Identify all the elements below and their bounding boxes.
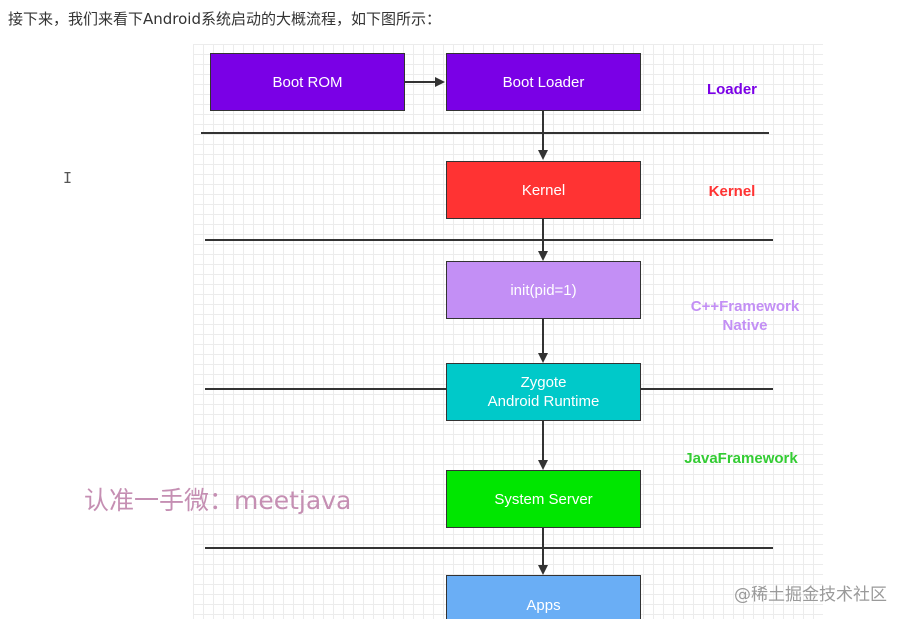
server-to-apps-connector xyxy=(542,528,544,566)
layer-label-native: C++Framework Native xyxy=(690,298,800,334)
boot-flow-diagram: Boot ROM Boot Loader Loader Kernel Kerne… xyxy=(193,44,823,619)
server-to-apps-arrow xyxy=(538,565,548,575)
kernel-box: Kernel xyxy=(446,161,641,219)
init-box: init(pid=1) xyxy=(446,261,641,319)
loader-to-kernel-arrow xyxy=(538,150,548,160)
boot-rom-to-loader-arrow xyxy=(435,77,445,87)
watermark-text: 认准一手微：meetjava xyxy=(84,486,352,515)
loader-to-kernel-connector xyxy=(542,111,544,151)
intro-text: 接下来，我们来看下Android系统启动的大概流程，如下图所示： xyxy=(8,10,441,28)
boot-loader-box: Boot Loader xyxy=(446,53,641,111)
layer-separator-2 xyxy=(205,239,773,241)
zygote-to-server-arrow xyxy=(538,460,548,470)
layer-separator-1 xyxy=(201,132,769,134)
kernel-to-init-arrow xyxy=(538,251,548,261)
init-to-zygote-arrow xyxy=(538,353,548,363)
init-to-zygote-connector xyxy=(542,319,544,354)
zygote-box: Zygote Android Runtime xyxy=(446,363,641,421)
system-server-box: System Server xyxy=(446,470,641,528)
apps-box: Apps xyxy=(446,575,641,619)
boot-rom-to-loader-connector xyxy=(405,81,435,83)
zygote-to-server-connector xyxy=(542,421,544,461)
kernel-to-init-connector xyxy=(542,219,544,252)
layer-separator-4 xyxy=(205,547,773,549)
layer-label-kernel: Kernel xyxy=(708,183,756,200)
boot-rom-box: Boot ROM xyxy=(210,53,405,111)
layer-label-loader: Loader xyxy=(706,81,757,98)
site-watermark: @稀土掘金技术社区 xyxy=(734,585,887,605)
layer-label-java: JavaFramework xyxy=(684,450,798,467)
text-cursor-icon: I xyxy=(63,169,73,187)
